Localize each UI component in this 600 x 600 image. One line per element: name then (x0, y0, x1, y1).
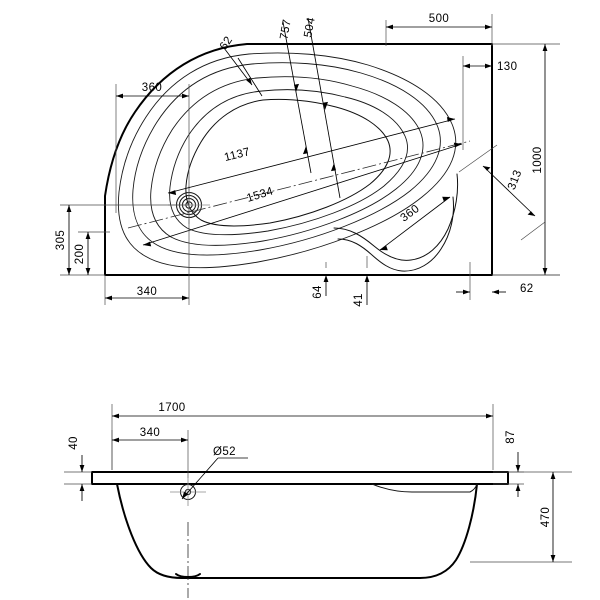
dim-label-1700: 1700 (158, 402, 185, 414)
dim-label-41: 41 (353, 293, 365, 307)
dim-87: 87 (493, 430, 524, 497)
dim-label-1137: 1137 (223, 146, 251, 164)
dim-label-130: 130 (497, 61, 517, 73)
dim-label-340-bot: 340 (137, 286, 157, 298)
dim-label-340-elev: 340 (140, 427, 160, 439)
dim-label-500: 500 (429, 13, 449, 25)
plan-bowl-profile (185, 98, 391, 227)
elevation-rim (91, 471, 509, 485)
plan-seat-profile (333, 173, 459, 272)
dim-200: 200 (74, 231, 110, 275)
dim-1000: 1000 (492, 43, 560, 276)
elevation-centre-line (175, 522, 201, 598)
dim-label-1000: 1000 (532, 146, 544, 173)
dim-label-87: 87 (505, 430, 517, 444)
dim-label-200: 200 (74, 244, 86, 264)
dim-label-313: 313 (506, 168, 525, 191)
dim-1700: 1700 (111, 402, 494, 470)
dim-diameter-52: Ø52 (181, 446, 248, 500)
plan-rim-contours (117, 52, 457, 269)
dim-757: 757 (278, 18, 312, 174)
dim-340-elev: 340 (111, 427, 189, 478)
dim-340-bot: 340 (104, 226, 190, 305)
dim-130: 130 (462, 56, 517, 150)
dim-label-diameter-52: Ø52 (213, 446, 236, 458)
dim-41: 41 (353, 256, 370, 307)
plan-outline (104, 43, 493, 276)
dim-label-305: 305 (55, 230, 67, 250)
dim-label-64: 64 (312, 285, 324, 299)
dim-40: 40 (64, 436, 92, 501)
dim-470: 470 (470, 471, 572, 563)
dim-label-62-top: 62 (218, 34, 236, 52)
dim-360-top: 360 (115, 82, 190, 226)
dim-label-757: 757 (278, 18, 293, 40)
dim-500-top: 500 (385, 13, 493, 46)
elevation-view: 1700 340 40 (64, 402, 572, 598)
dim-305: 305 (55, 204, 188, 276)
elevation-seat-underside (371, 483, 478, 493)
dim-64: 64 (312, 262, 329, 299)
plan-view: 360 500 130 (55, 13, 560, 307)
dim-label-360-top: 360 (142, 82, 162, 94)
dim-62-bot: 62 (456, 262, 560, 300)
dim-label-62-bot: 62 (520, 283, 534, 295)
elevation-body-profile (116, 483, 478, 579)
dim-label-470: 470 (540, 507, 552, 527)
dim-label-40: 40 (68, 436, 80, 450)
dim-label-504: 504 (302, 16, 317, 38)
dim-label-1534: 1534 (245, 185, 275, 204)
dim-504: 504 (302, 16, 341, 199)
plan-centre-axis (127, 140, 471, 229)
